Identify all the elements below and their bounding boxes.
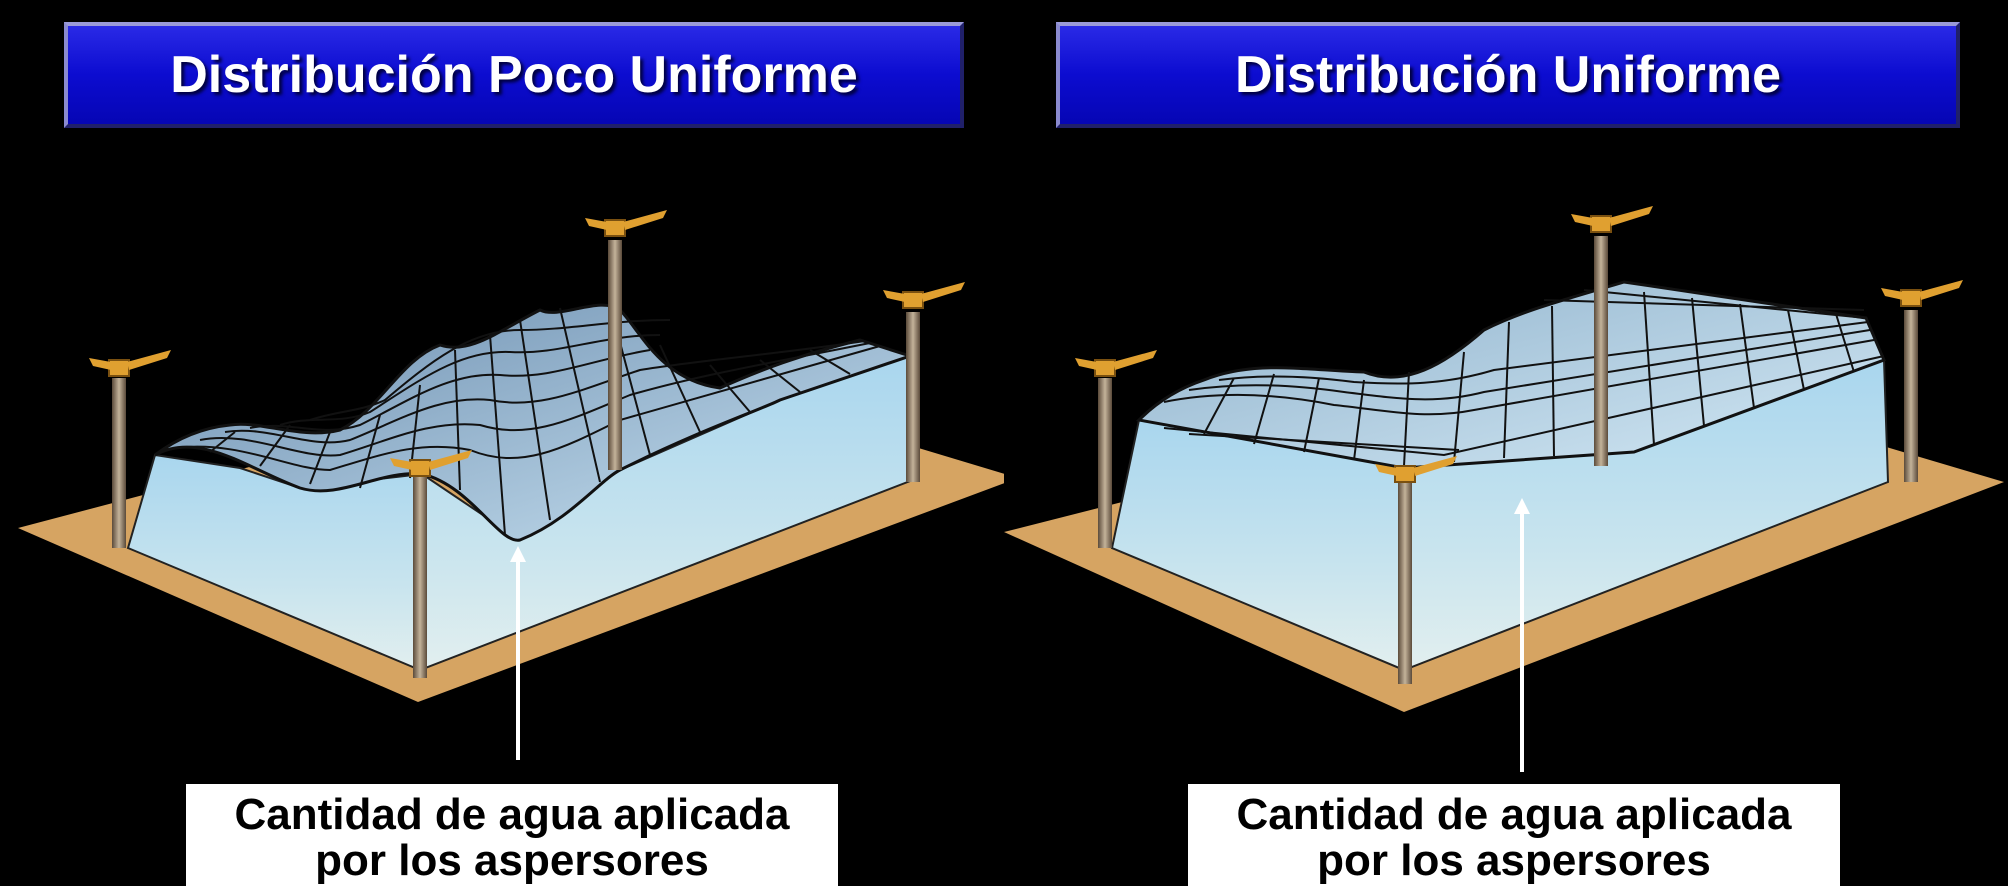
sprinkler-pole-back: [1571, 206, 1653, 466]
sprinkler-icon: [1881, 280, 1963, 307]
water-surface-mesh: [1135, 280, 1887, 470]
sprinkler-pole-right: [1881, 280, 1963, 482]
uniform-distribution-diagram: [1004, 206, 2004, 772]
sprinkler-icon: [1075, 350, 1157, 377]
sprinkler-pole-left: [89, 350, 171, 548]
sprinkler-pole-left: [1075, 350, 1157, 548]
title-banner-non-uniform: Distribución Poco Uniforme: [64, 22, 964, 128]
title-text-uniform: Distribución Uniforme: [1234, 46, 1782, 104]
sprinkler-pole-right: [883, 282, 965, 482]
caption-non-uniform: Cantidad de agua aplicada por los aspers…: [186, 784, 838, 886]
sprinkler-icon: [1571, 206, 1653, 233]
title-banner-uniform: Distribución Uniforme: [1056, 22, 1960, 128]
title-text-non-uniform: Distribución Poco Uniforme: [170, 46, 858, 104]
sprinkler-pole-back: [585, 210, 667, 470]
non-uniform-distribution-diagram: [18, 210, 1004, 760]
sprinkler-icon: [1375, 456, 1457, 483]
sprinkler-icon: [883, 282, 965, 309]
sprinkler-icon: [585, 210, 667, 237]
sprinkler-icon: [390, 450, 472, 477]
sprinkler-pole-front: [1375, 456, 1457, 684]
arrow-up-icon: [1514, 498, 1530, 772]
arrow-up-icon: [510, 546, 526, 760]
caption-line-2: por los aspersores: [1317, 836, 1711, 885]
caption-line-1: Cantidad de agua aplicada: [234, 790, 790, 839]
sprinkler-icon: [89, 350, 171, 377]
caption-line-2: por los aspersores: [315, 836, 709, 885]
caption-line-1: Cantidad de agua aplicada: [1236, 790, 1792, 839]
caption-uniform: Cantidad de agua aplicada por los aspers…: [1188, 784, 1840, 886]
surface-grid-lines: [174, 304, 881, 536]
sprinkler-pole-front: [390, 450, 472, 678]
